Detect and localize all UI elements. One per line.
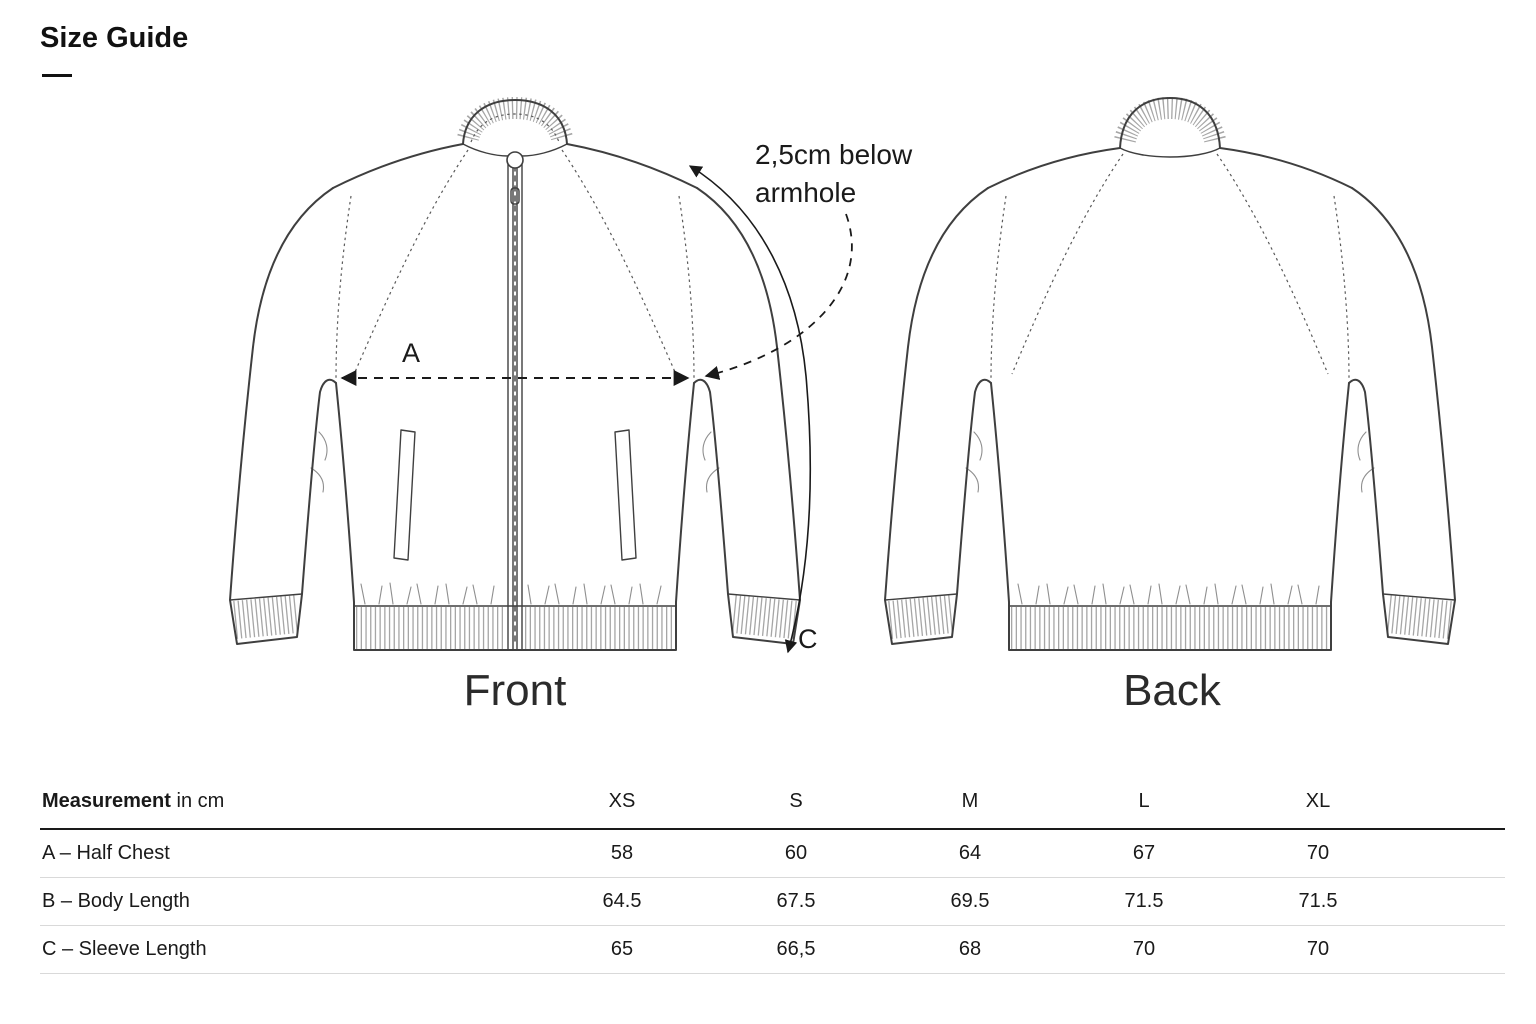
measure-a-label: A xyxy=(402,338,420,368)
table-row-half-chest: A – Half Chest 58 60 64 67 70 xyxy=(40,829,1505,878)
table-row-body-length: B – Body Length 64.5 67.5 69.5 71.5 71.5 xyxy=(40,877,1505,926)
front-body xyxy=(335,382,695,651)
back-cuff-ribbing xyxy=(888,595,1452,639)
value-m: 69.5 xyxy=(883,877,1057,926)
col-header-xl: XL xyxy=(1231,778,1405,830)
front-seam-stitching xyxy=(335,113,695,381)
value-s: 66,5 xyxy=(709,925,883,974)
back-collar-base xyxy=(1119,147,1221,158)
armhole-annotation-arrow xyxy=(704,213,853,380)
value-l: 67 xyxy=(1057,829,1231,878)
back-collar-ribbing xyxy=(1114,96,1226,144)
row-label: B – Body Length xyxy=(40,877,535,926)
measurement-label-bold: Measurement xyxy=(42,790,171,812)
front-left-sleeve xyxy=(229,187,337,645)
value-spacer xyxy=(1405,829,1505,878)
size-table: Measurement in cm XS S M L XL A – Half C… xyxy=(40,778,1505,974)
value-xs: 58 xyxy=(535,829,709,878)
back-view-label: Back xyxy=(1123,666,1221,715)
jacket-back-drawing xyxy=(884,96,1456,651)
armhole-annotation-line1: 2,5cm below xyxy=(755,139,913,170)
front-wrinkle-marks xyxy=(310,431,720,493)
col-header-xs: XS xyxy=(535,778,709,830)
back-body xyxy=(990,382,1350,651)
row-label: C – Sleeve Length xyxy=(40,925,535,974)
back-right-sleeve xyxy=(1348,187,1456,645)
page-title: Size Guide xyxy=(40,22,189,54)
value-xl: 71.5 xyxy=(1231,877,1405,926)
value-xl: 70 xyxy=(1231,829,1405,878)
front-right-sleeve xyxy=(693,187,801,645)
value-xs: 64.5 xyxy=(535,877,709,926)
size-table-container: Measurement in cm XS S M L XL A – Half C… xyxy=(40,778,1505,974)
front-collar xyxy=(462,99,568,145)
title-underline xyxy=(42,74,72,77)
col-header-measurement: Measurement in cm xyxy=(40,778,535,830)
measurement-label-unit: in cm xyxy=(176,790,225,812)
value-l: 70 xyxy=(1057,925,1231,974)
col-header-m: M xyxy=(883,778,1057,830)
back-stitch-texture xyxy=(1017,583,1320,605)
measure-c-arrow xyxy=(688,165,812,654)
measure-c-label: C xyxy=(798,624,818,654)
front-view-label: Front xyxy=(463,666,567,715)
front-shoulders xyxy=(332,143,698,189)
armhole-annotation-line2: armhole xyxy=(755,177,856,208)
back-wrinkle-marks xyxy=(965,431,1375,493)
zipper-pull xyxy=(510,187,520,205)
front-neckline xyxy=(462,143,568,157)
value-xl: 70 xyxy=(1231,925,1405,974)
back-cuff-edges xyxy=(884,593,1456,601)
value-l: 71.5 xyxy=(1057,877,1231,926)
back-seam-stitching xyxy=(990,153,1350,381)
front-stitch-texture xyxy=(360,582,662,605)
value-xs: 65 xyxy=(535,925,709,974)
value-s: 60 xyxy=(709,829,883,878)
collar-snap-button xyxy=(506,151,524,169)
col-header-s: S xyxy=(709,778,883,830)
back-left-sleeve xyxy=(884,187,992,645)
back-collar xyxy=(1119,97,1221,149)
back-shoulders xyxy=(987,147,1353,189)
col-header-l: L xyxy=(1057,778,1231,830)
value-m: 64 xyxy=(883,829,1057,878)
value-spacer xyxy=(1405,877,1505,926)
value-s: 67.5 xyxy=(709,877,883,926)
front-pockets xyxy=(393,429,637,561)
value-spacer xyxy=(1405,925,1505,974)
value-m: 68 xyxy=(883,925,1057,974)
jacket-front-drawing: A xyxy=(229,96,801,651)
size-diagram: A 2,5cm below armhole C xyxy=(229,96,1456,654)
front-zipper xyxy=(507,155,523,651)
col-header-spacer xyxy=(1405,778,1505,830)
table-row-sleeve-length: C – Sleeve Length 65 66,5 68 70 70 xyxy=(40,925,1505,974)
front-collar-ribbing xyxy=(457,96,573,142)
row-label: A – Half Chest xyxy=(40,829,535,878)
table-header-row: Measurement in cm XS S M L XL xyxy=(40,778,1505,830)
